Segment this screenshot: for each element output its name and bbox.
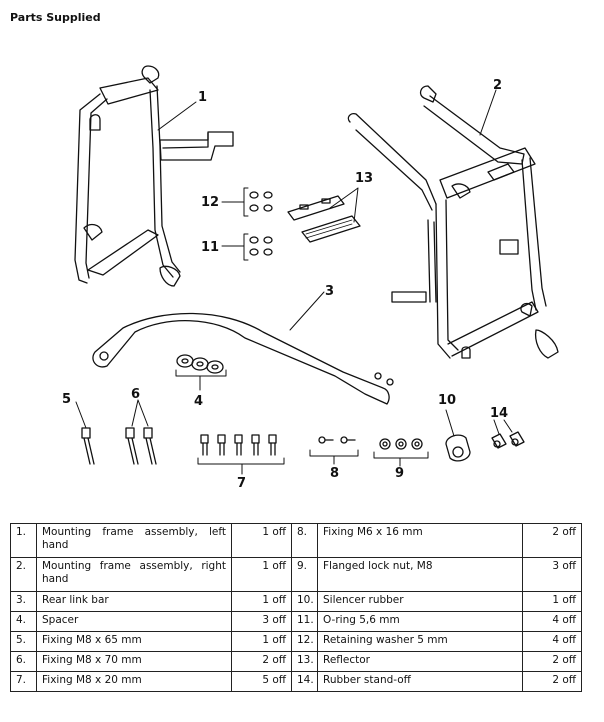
item-number: 11.	[291, 611, 318, 632]
item-description: Mounting frame assembly, right hand	[36, 557, 232, 592]
item-quantity: 3 off	[231, 611, 292, 632]
item-quantity: 1 off	[231, 591, 292, 612]
callout-14: 14	[490, 406, 508, 421]
rubber-stand-offs	[491, 419, 525, 449]
callout-3: 3	[325, 284, 334, 299]
item-description: Spacer	[36, 611, 232, 632]
item-number: 3.	[10, 591, 37, 612]
item-description: Reflector	[317, 651, 523, 672]
item-number: 8.	[291, 523, 318, 558]
item-quantity: 3 off	[522, 557, 582, 592]
m6-fixings	[309, 436, 359, 465]
item-description: Fixing M8 x 20 mm	[36, 671, 232, 692]
item-number: 4.	[10, 611, 37, 632]
item-number: 14.	[291, 671, 318, 692]
callout-8: 8	[330, 466, 339, 481]
callout-4: 4	[194, 394, 203, 409]
item-number: 9.	[291, 557, 318, 592]
item-number: 1.	[10, 523, 37, 558]
lock-nuts	[373, 438, 429, 467]
item-quantity: 2 off	[522, 523, 582, 558]
item-number: 12.	[291, 631, 318, 652]
parts-illustration: 1 2 3 4 5 6 7 8 9 10 11 12 13 14	[62, 65, 559, 491]
item-description: Fixing M6 x 16 mm	[317, 523, 523, 558]
o-rings-and-washers	[221, 187, 273, 261]
callout-9: 9	[395, 466, 404, 481]
item-description: Retaining washer 5 mm	[317, 631, 523, 652]
item-number: 5.	[10, 631, 37, 652]
callout-12: 12	[201, 195, 219, 210]
left-mounting-frame	[74, 65, 234, 287]
callout-10: 10	[438, 393, 456, 408]
callout-13: 13	[355, 171, 373, 186]
item-quantity: 1 off	[231, 523, 292, 558]
item-description: O-ring 5,6 mm	[317, 611, 523, 632]
item-description: Fixing M8 x 65 mm	[36, 631, 232, 652]
callout-5: 5	[62, 392, 71, 407]
item-description: Rubber stand-off	[317, 671, 523, 692]
item-description: Rear link bar	[36, 591, 232, 612]
item-description: Mounting frame assembly, left hand	[36, 523, 232, 558]
short-fixings	[197, 434, 285, 475]
callout-11: 11	[201, 240, 219, 255]
callout-6: 6	[131, 387, 140, 402]
right-mounting-frame	[347, 85, 559, 359]
item-number: 7.	[10, 671, 37, 692]
item-quantity: 2 off	[522, 651, 582, 672]
callout-1: 1	[198, 90, 207, 105]
item-number: 13.	[291, 651, 318, 672]
item-number: 2.	[10, 557, 37, 592]
item-number: 6.	[10, 651, 37, 672]
item-description: Flanged lock nut, M8	[317, 557, 523, 592]
item-quantity: 1 off	[522, 591, 582, 612]
long-fixings	[75, 399, 157, 465]
item-description: Silencer rubber	[317, 591, 523, 612]
silencer-rubber	[445, 409, 471, 462]
item-quantity: 2 off	[231, 651, 292, 672]
item-quantity: 1 off	[231, 557, 292, 592]
rear-link-bar	[92, 291, 394, 405]
item-quantity: 4 off	[522, 631, 582, 652]
spacers	[175, 354, 227, 391]
callout-7: 7	[237, 476, 246, 491]
page-title: Parts Supplied	[10, 11, 101, 24]
item-quantity: 2 off	[522, 671, 582, 692]
item-quantity: 5 off	[231, 671, 292, 692]
item-quantity: 1 off	[231, 631, 292, 652]
item-number: 10.	[291, 591, 318, 612]
reflectors	[287, 187, 361, 243]
item-description: Fixing M8 x 70 mm	[36, 651, 232, 672]
callout-2: 2	[493, 78, 502, 93]
item-quantity: 4 off	[522, 611, 582, 632]
